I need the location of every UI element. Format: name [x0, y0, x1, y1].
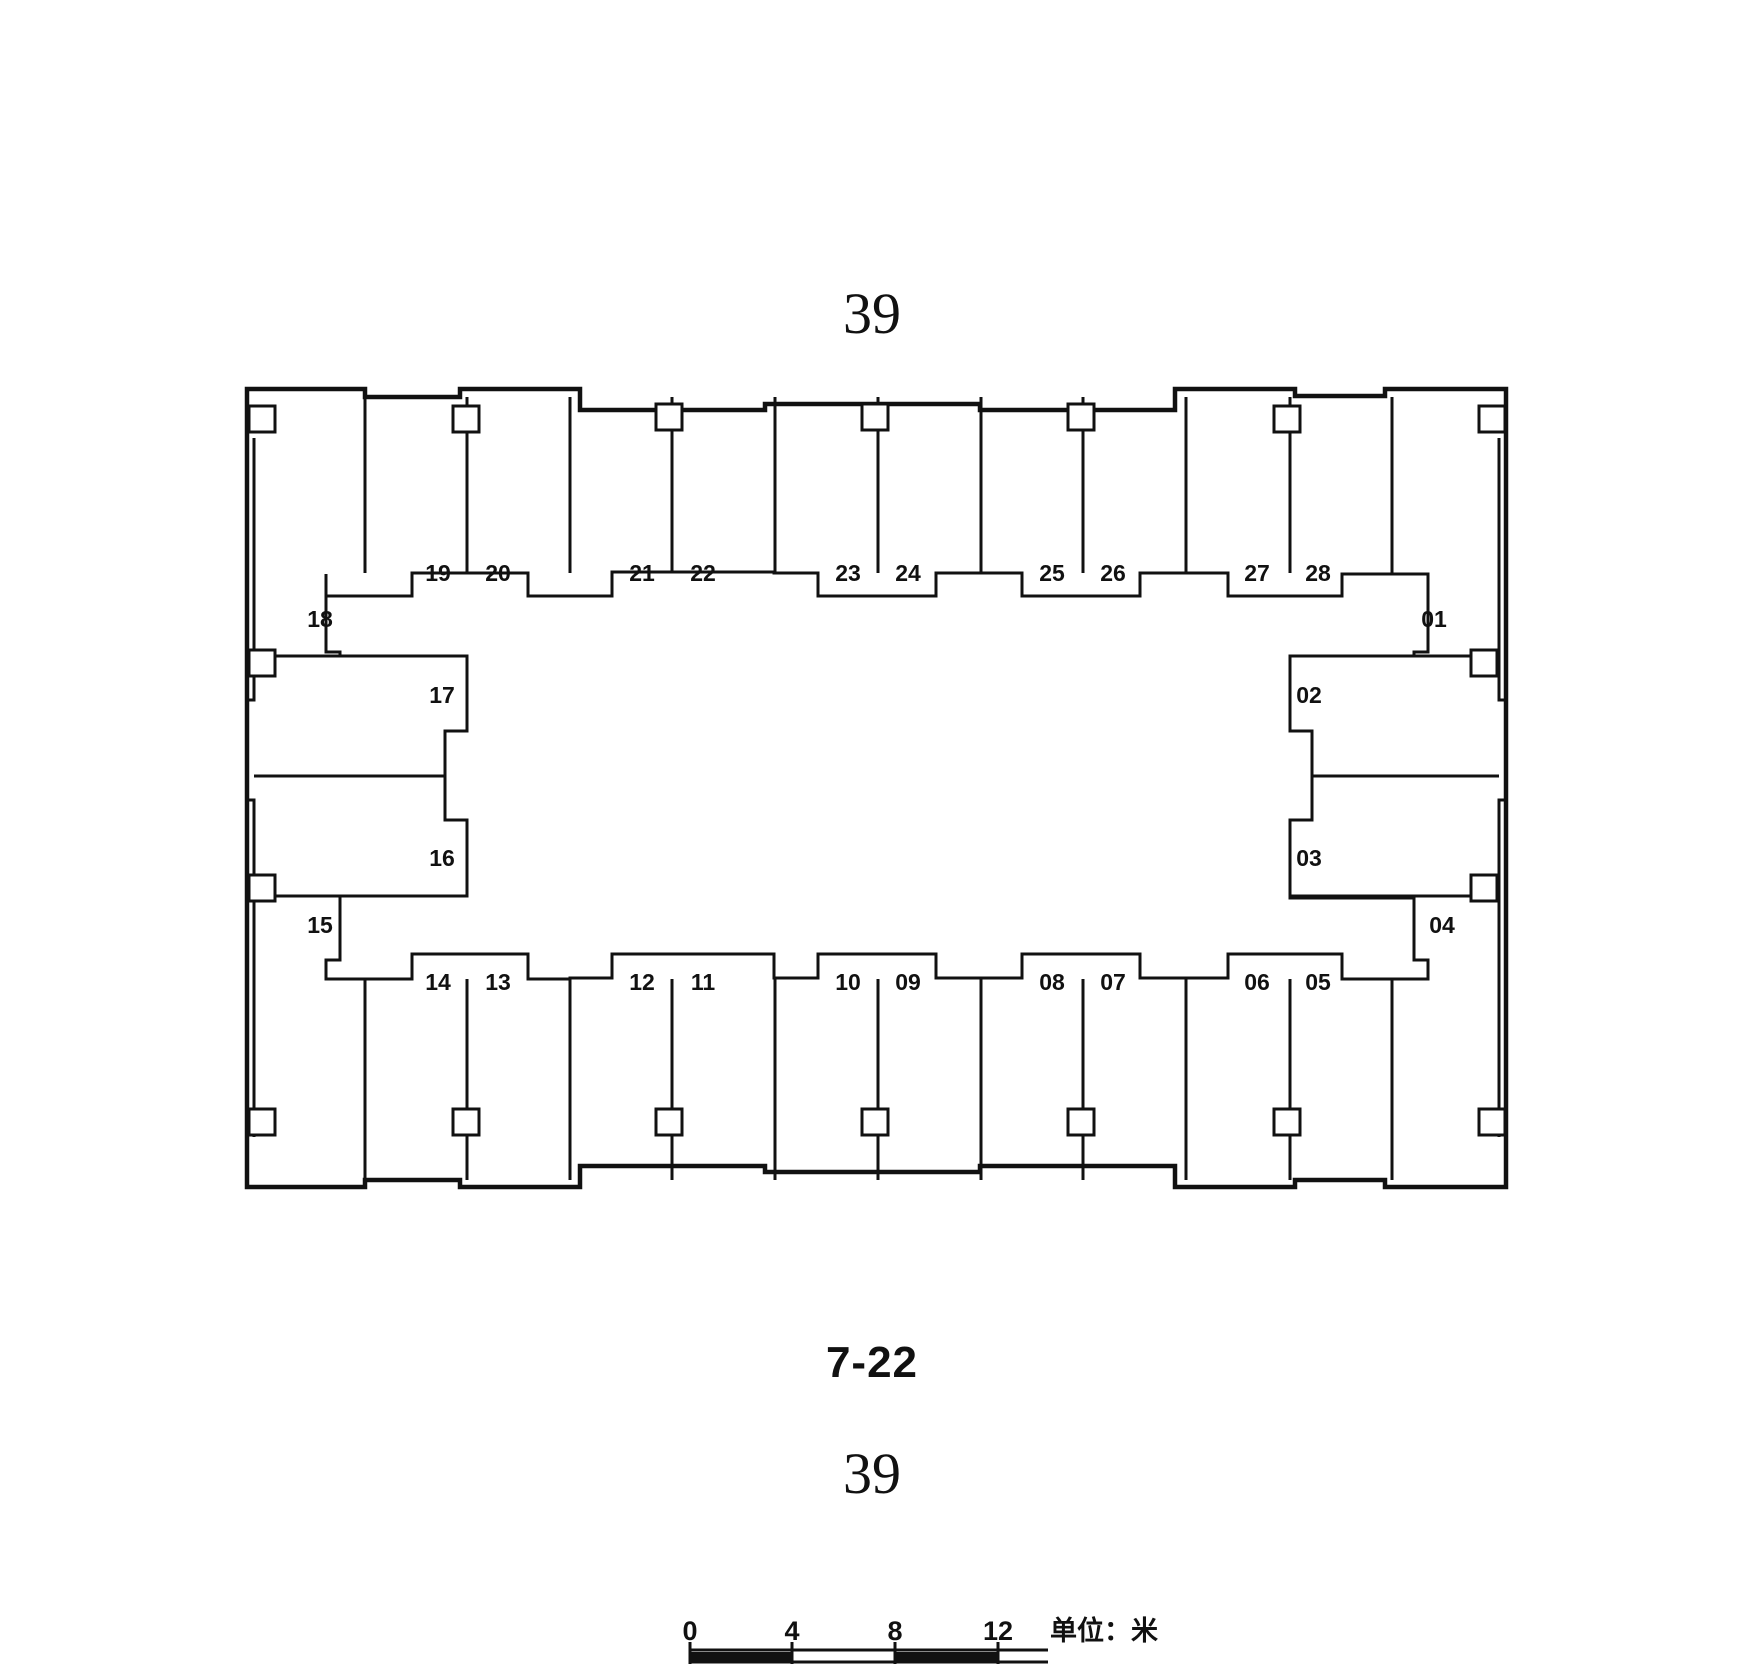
floor-range-label: 7-22 — [825, 1338, 919, 1387]
structural-column-4 — [1066, 402, 1096, 432]
unit-05: 05 — [1305, 969, 1331, 995]
structural-column-16 — [1272, 1107, 1302, 1137]
structural-column-10 — [1469, 873, 1499, 903]
page-number-bottom: 39 — [843, 1441, 901, 1506]
scale-segment-1 — [689, 1652, 792, 1661]
unit-14: 14 — [425, 969, 451, 995]
unit-11: 11 — [691, 969, 716, 995]
scale-tick-12: 12 — [983, 1616, 1013, 1646]
wall-segment-0 — [244, 386, 1509, 1190]
structural-column-6 — [1477, 404, 1507, 434]
page-number-top: 39 — [843, 281, 901, 346]
unit-08: 08 — [1039, 969, 1065, 995]
unit-03: 03 — [1296, 845, 1322, 871]
unit-04: 04 — [1429, 912, 1455, 938]
structural-column-5 — [1272, 404, 1302, 434]
unit-25: 25 — [1039, 560, 1065, 586]
unit-16: 16 — [429, 845, 455, 871]
unit-02: 02 — [1296, 682, 1322, 708]
unit-18: 18 — [307, 606, 333, 632]
structural-column-0 — [247, 404, 277, 434]
structural-column-8 — [1469, 648, 1499, 678]
plan-columns — [247, 402, 1507, 1137]
scale-tick-0: 0 — [682, 1616, 697, 1646]
structural-column-13 — [654, 1107, 684, 1137]
unit-21: 21 — [629, 560, 655, 586]
structural-column-7 — [247, 648, 277, 678]
structural-column-14 — [860, 1107, 890, 1137]
scale-bar: 0 4 8 12 单位：米 — [682, 1615, 1158, 1664]
unit-19: 19 — [425, 560, 451, 586]
unit-17: 17 — [429, 682, 455, 708]
unit-07: 07 — [1100, 969, 1126, 995]
unit-10: 10 — [835, 969, 861, 995]
unit-24: 24 — [895, 560, 921, 586]
unit-27: 27 — [1244, 560, 1270, 586]
unit-20: 20 — [485, 560, 511, 586]
unit-22: 22 — [690, 560, 716, 586]
structural-column-11 — [247, 1107, 277, 1137]
unit-28: 28 — [1305, 560, 1331, 586]
structural-column-1 — [451, 404, 481, 434]
structural-column-15 — [1066, 1107, 1096, 1137]
structural-column-3 — [860, 402, 890, 432]
structural-column-12 — [451, 1107, 481, 1137]
scale-tick-8: 8 — [887, 1616, 902, 1646]
structural-column-2 — [654, 402, 684, 432]
wall-segment-3 — [324, 570, 1430, 981]
structural-column-9 — [247, 873, 277, 903]
scale-tick-4: 4 — [784, 1616, 799, 1646]
structural-column-17 — [1477, 1107, 1507, 1137]
unit-15: 15 — [307, 912, 333, 938]
unit-06: 06 — [1244, 969, 1270, 995]
unit-01: 01 — [1421, 606, 1447, 632]
unit-23: 23 — [835, 560, 861, 586]
scale-unit-label: 单位：米 — [1050, 1615, 1158, 1646]
unit-09: 09 — [895, 969, 921, 995]
unit-12: 12 — [629, 969, 655, 995]
plan-walls — [244, 386, 1509, 1190]
unit-labels: 19 20 21 22 23 24 25 26 27 28 18 01 17 0… — [307, 560, 1455, 995]
unit-13: 13 — [485, 969, 511, 995]
scale-segment-3 — [895, 1652, 998, 1661]
unit-26: 26 — [1100, 560, 1126, 586]
